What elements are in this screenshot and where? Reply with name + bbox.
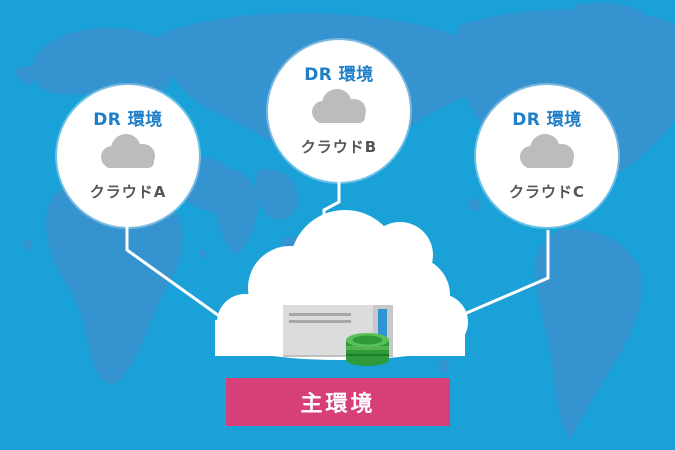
server-icon <box>283 305 393 357</box>
dr-node-title: DR 環境 <box>93 110 163 130</box>
dr-node-title: DR 環境 <box>304 65 374 85</box>
cloud-icon <box>520 134 574 168</box>
dr-node-b: DR 環境 クラウドB <box>268 40 410 182</box>
main-environment-label: 主環境 <box>300 392 376 417</box>
dr-node-c: DR 環境 クラウドC <box>476 85 618 227</box>
dr-node-a: DR 環境 クラウドA <box>57 85 199 227</box>
connector-a <box>125 225 223 320</box>
dr-node-label: クラウドA <box>89 183 167 201</box>
dr-node-label: クラウドB <box>300 138 378 156</box>
cloud-icon <box>101 134 155 168</box>
main-environment-bar <box>226 378 450 426</box>
connector-c <box>454 230 550 320</box>
cloud-icon <box>312 89 366 123</box>
dr-node-label: クラウドC <box>508 183 585 201</box>
dr-node-title: DR 環境 <box>512 110 582 130</box>
database-icon <box>346 333 389 366</box>
